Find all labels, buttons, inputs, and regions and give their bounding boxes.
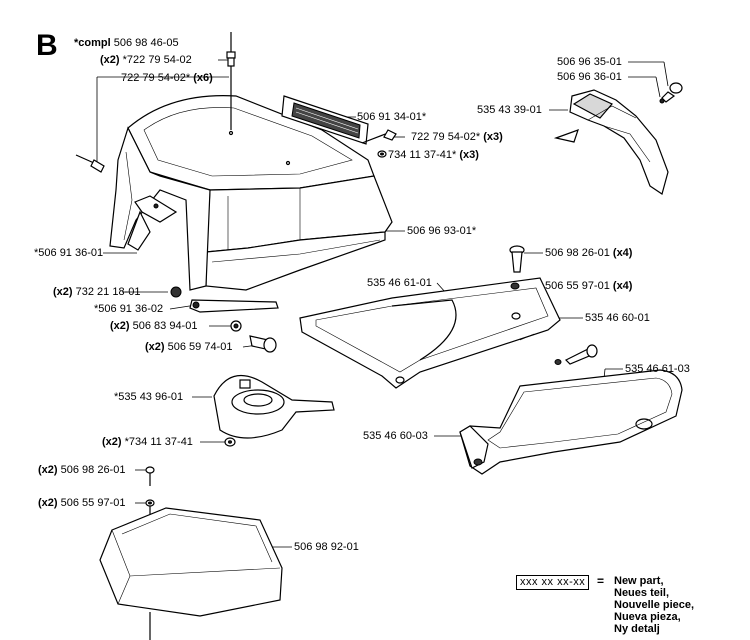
- main-hood: [109, 66, 393, 291]
- tray-lower: [459, 369, 683, 475]
- label-506-91-36-01: *506 91 36-01: [34, 247, 104, 259]
- label-535-43-39-01: 535 43 39-01: [477, 104, 542, 116]
- label-732-21-18-01: (x2) 732 21 18-01: [53, 286, 141, 298]
- label-535-46-61-03: 535 46 61-03: [625, 363, 690, 375]
- label-734-11-37-41-x3: 734 11 37-41* (x3): [388, 149, 479, 161]
- legend-box: xxx xx xx-xx: [516, 575, 590, 590]
- label-506-96-36-01: 506 96 36-01: [557, 71, 622, 83]
- label-722-79-54-02-x3: 722 79 54-02* (x3): [411, 131, 503, 143]
- label-506-55-97-01-x4: 506 55 97-01 (x4): [545, 280, 633, 292]
- label-535-46-61-01: 535 46 61-01: [367, 277, 432, 289]
- label-506-91-34-01: 506 91 34-01*: [357, 111, 427, 123]
- washer-left: [224, 437, 236, 447]
- legend-line: Neues teil,: [614, 587, 670, 599]
- label-506-83-94-01: (x2) 506 83 94-01: [110, 320, 198, 332]
- label-compl: *compl 506 98 46-05: [74, 37, 179, 49]
- legend-line: New part,: [614, 575, 664, 587]
- legend-line: Ny detalj: [614, 623, 660, 635]
- side-shield: [553, 89, 669, 195]
- label-506-98-92-01: 506 98 92-01: [294, 541, 359, 553]
- top-screw: [226, 32, 236, 67]
- label-734-11-37-41-x2: (x2) *734 11 37-41: [102, 436, 193, 448]
- legend-line: Nouvelle piece,: [614, 599, 695, 611]
- label-506-98-26-01-x4: 506 98 26-01 (x4): [545, 247, 633, 259]
- section-letter: B: [36, 29, 58, 62]
- legend-line: Nueva pieza,: [614, 611, 681, 623]
- tray-upper: [299, 277, 561, 389]
- label-722-79-54-02-x6: 722 79 54-02* (x6): [121, 72, 213, 84]
- tray-bolts: [509, 245, 598, 365]
- lower-bolts: [145, 466, 155, 518]
- cup-bracket: [213, 374, 335, 439]
- rear-brackets: [170, 286, 279, 353]
- label-535-43-96-01: *535 43 96-01: [114, 391, 184, 403]
- label-506-96-35-01: 506 96 35-01: [557, 56, 622, 68]
- grille-screws: [361, 129, 397, 158]
- legend-text: New part, Neues teil, Nouvelle piece, Nu…: [614, 575, 694, 635]
- legend-equals: =: [597, 574, 605, 588]
- label-506-98-26-01-x2: (x2) 506 98 26-01: [38, 464, 126, 476]
- label-506-91-36-02: *506 91 36-02: [94, 303, 164, 315]
- label-506-96-93-01: 506 96 93-01*: [407, 225, 477, 237]
- label-535-46-60-03: 535 46 60-03: [363, 430, 428, 442]
- lower-cover: [99, 507, 283, 640]
- label-506-59-74-01: (x2) 506 59 74-01: [145, 341, 233, 353]
- grille: [281, 95, 369, 145]
- shield-screw: [659, 82, 683, 104]
- left-screw: [75, 154, 105, 173]
- label-506-55-97-01-x2: (x2) 506 55 97-01: [38, 497, 126, 509]
- label-722-79-54-02-x2: (x2) *722 79 54-02: [100, 54, 192, 66]
- label-535-46-60-01: 535 46 60-01: [585, 312, 650, 324]
